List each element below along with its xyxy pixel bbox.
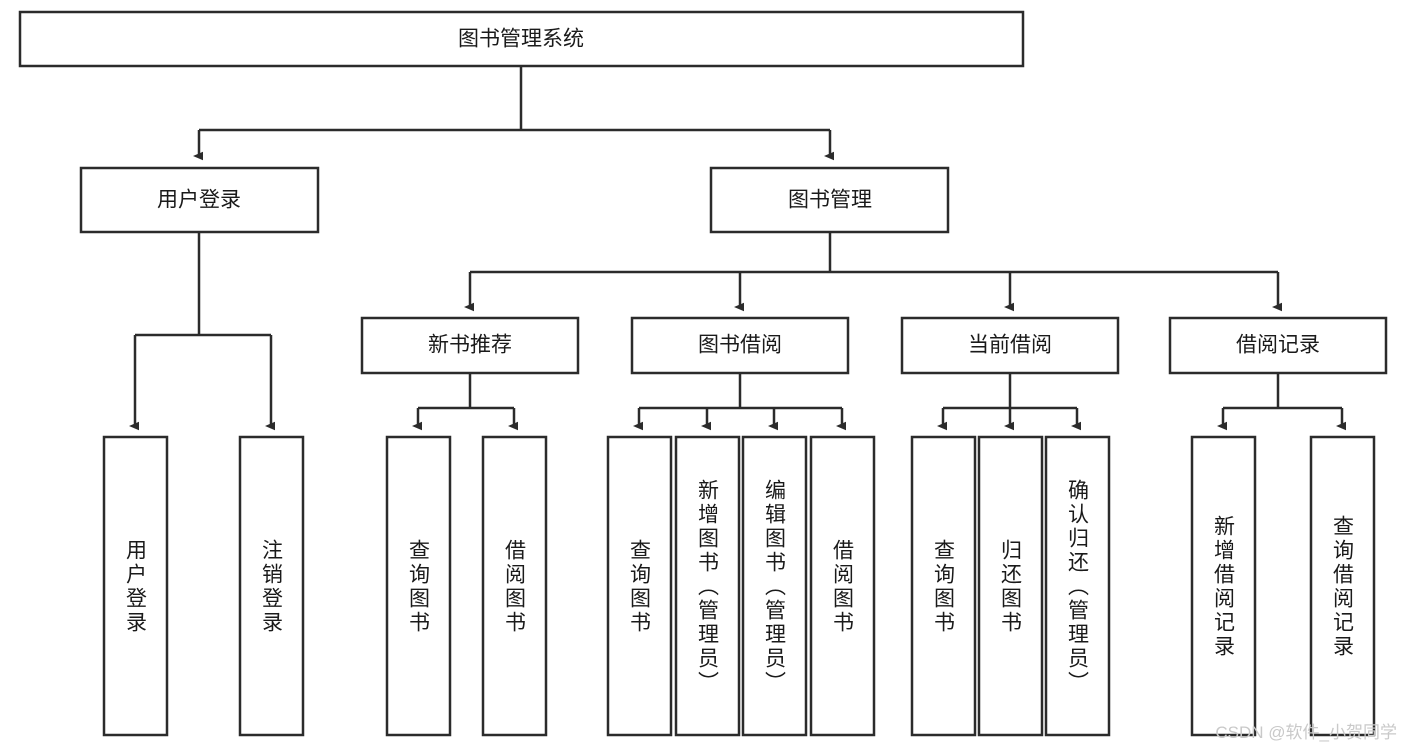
node-borrow-record-box[interactable]: [1168, 316, 1388, 375]
node-root-label: 图书管理系统: [458, 28, 584, 51]
leaf-add-book-box[interactable]: [674, 435, 741, 737]
node-current-borrow-box[interactable]: [900, 316, 1120, 375]
node-borrow-record[interactable]: 借阅记录: [1168, 316, 1388, 375]
connector-group-user-login: [129, 232, 275, 431]
leaf-return-book[interactable]: 归还图书: [977, 435, 1044, 737]
leaf-query-record-label: 查询借阅记录: [1331, 515, 1355, 659]
connector-group-book-borrow: [633, 373, 846, 431]
leaf-query-book-2-box[interactable]: [606, 435, 673, 737]
leaf-logout[interactable]: 注销登录: [238, 435, 305, 737]
node-book-borrow-label: 图书借阅: [698, 334, 782, 357]
leaf-user-login[interactable]: 用户登录: [102, 435, 169, 737]
leaf-add-book-label: 新增图书（管理员）: [696, 479, 720, 695]
leaf-logout-box[interactable]: [238, 435, 305, 737]
node-user-login[interactable]: 用户登录: [79, 166, 320, 234]
node-new-book-recommend-box[interactable]: [360, 316, 580, 375]
leaf-return-book-box[interactable]: [977, 435, 1044, 737]
node-user-login-box[interactable]: [79, 166, 320, 234]
leaf-edit-book[interactable]: 编辑图书（管理员）: [741, 435, 808, 737]
leaf-user-login-label: 用户登录: [124, 539, 148, 635]
leaf-query-book-2-label: 查询图书: [628, 539, 652, 635]
leaf-confirm-return-box[interactable]: [1044, 435, 1111, 737]
leaf-query-book-1-label: 查询图书: [407, 539, 431, 635]
leaf-add-book[interactable]: 新增图书（管理员）: [674, 435, 741, 737]
node-new-book-recommend-label: 新书推荐: [428, 334, 512, 357]
node-root-box[interactable]: [18, 10, 1025, 68]
leaf-borrow-book-1[interactable]: 借阅图书: [481, 435, 548, 737]
leaf-add-record-box[interactable]: [1190, 435, 1257, 737]
connector-group-root: [193, 66, 834, 161]
leaf-query-record[interactable]: 查询借阅记录: [1309, 435, 1376, 737]
leaf-borrow-book-1-box[interactable]: [481, 435, 548, 737]
leaf-user-login-box[interactable]: [102, 435, 169, 737]
leaf-confirm-return[interactable]: 确认归还（管理员）: [1044, 435, 1111, 737]
node-book-borrow-box[interactable]: [630, 316, 850, 375]
node-book-manage-label: 图书管理: [788, 189, 872, 212]
leaf-query-record-box[interactable]: [1309, 435, 1376, 737]
leaf-query-book-1-box[interactable]: [385, 435, 452, 737]
node-root[interactable]: 图书管理系统: [18, 10, 1025, 68]
connector-group-new-book-recommend: [412, 373, 518, 431]
leaf-query-book-3[interactable]: 查询图书: [910, 435, 977, 737]
leaf-logout-label: 注销登录: [260, 539, 284, 635]
node-book-borrow[interactable]: 图书借阅: [630, 316, 850, 375]
connector-group-borrow-record: [1217, 373, 1346, 431]
leaf-query-book-3-label: 查询图书: [932, 539, 956, 635]
leaf-query-book-2[interactable]: 查询图书: [606, 435, 673, 737]
leaf-confirm-return-label: 确认归还（管理员）: [1066, 479, 1090, 695]
leaf-edit-book-box[interactable]: [741, 435, 808, 737]
node-new-book-recommend[interactable]: 新书推荐: [360, 316, 580, 375]
node-user-login-label: 用户登录: [157, 189, 241, 212]
connector-group-current-borrow: [937, 373, 1081, 431]
node-current-borrow-label: 当前借阅: [968, 334, 1052, 357]
connector-group-book-manage: [464, 232, 1282, 312]
leaf-borrow-book-2-label: 借阅图书: [831, 539, 855, 635]
leaf-borrow-book-2-box[interactable]: [809, 435, 876, 737]
leaf-add-record-label: 新增借阅记录: [1212, 515, 1236, 659]
leaf-add-record[interactable]: 新增借阅记录: [1190, 435, 1257, 737]
leaf-query-book-1[interactable]: 查询图书: [385, 435, 452, 737]
leaf-query-book-3-box[interactable]: [910, 435, 977, 737]
node-book-manage[interactable]: 图书管理: [709, 166, 950, 234]
leaf-borrow-book-2[interactable]: 借阅图书: [809, 435, 876, 737]
leaf-edit-book-label: 编辑图书（管理员）: [763, 479, 787, 695]
node-current-borrow[interactable]: 当前借阅: [900, 316, 1120, 375]
leaf-return-book-label: 归还图书: [999, 539, 1023, 635]
leaf-borrow-book-1-label: 借阅图书: [503, 539, 527, 635]
node-book-manage-box[interactable]: [709, 166, 950, 234]
node-borrow-record-label: 借阅记录: [1236, 334, 1320, 357]
